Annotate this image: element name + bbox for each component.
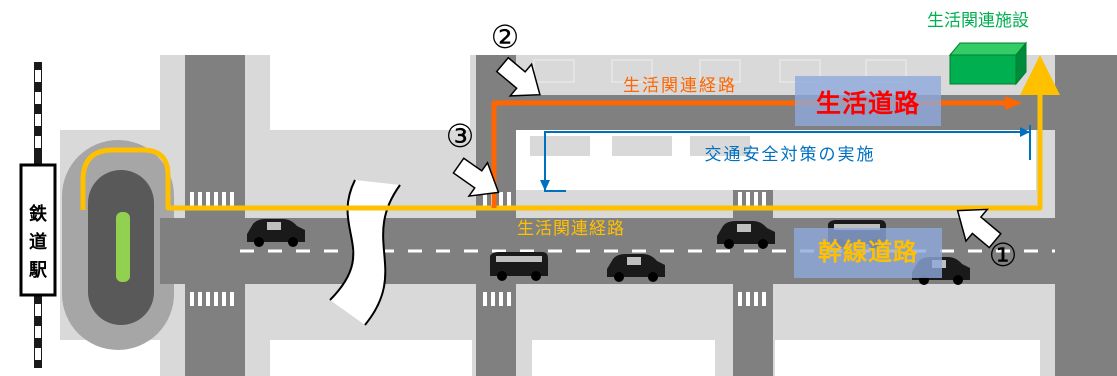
life-road-label: 生活道路: [816, 89, 920, 118]
measure-arrow-down: [540, 180, 550, 191]
crosswalk: [483, 292, 511, 306]
crosswalk: [738, 192, 766, 206]
facility-label: 生活関連施設: [927, 11, 1029, 31]
side-road-left-top: [185, 55, 245, 218]
station-sign: 鉄 道 駅: [19, 62, 57, 368]
life-road-horizontal: [476, 95, 1055, 130]
building: [699, 59, 741, 83]
building: [612, 136, 672, 156]
marker-2: ②: [491, 18, 520, 56]
callout-arrow-2: [495, 56, 541, 97]
facility-building: [949, 54, 1017, 85]
measure-bracket: [540, 125, 1031, 192]
callout-arrows: [452, 56, 1002, 249]
break-line: [329, 179, 356, 301]
station-name-char-2: 道: [29, 231, 47, 253]
car: [247, 219, 305, 247]
crosswalk: [190, 292, 234, 306]
crosswalk: [190, 192, 234, 206]
car: [607, 254, 665, 282]
measure-label: 交通安全対策の実施: [705, 145, 876, 165]
arterial-road-label: 幹線道路: [818, 238, 918, 266]
loop-green-strip: [116, 212, 130, 282]
inner-block: [516, 130, 1036, 190]
life-route-arrowhead: [1005, 96, 1022, 110]
station-name-char-1: 鉄: [29, 203, 47, 225]
marker-3: ③: [446, 117, 475, 155]
life-route-label-middle: 生活関連経路: [517, 219, 625, 239]
station-loop: [62, 140, 174, 350]
measure-arrow-right: [1020, 127, 1030, 137]
crosswalk: [738, 292, 766, 306]
arterial-road-label-bg: [794, 228, 942, 278]
life-route-label-top: 生活関連経路: [623, 76, 737, 96]
marker-1: ①: [989, 236, 1018, 274]
building: [533, 59, 575, 83]
arterial-route-line: [80, 55, 1060, 211]
break-line: [364, 184, 401, 326]
measure-line: [544, 131, 1030, 192]
break-mark: [329, 179, 401, 326]
car: [717, 221, 775, 249]
side-road-far-right: [1055, 55, 1117, 376]
crosswalks: [190, 192, 766, 306]
station-sign-box: [19, 163, 57, 297]
van: [490, 252, 548, 281]
callout-arrow-1: [956, 208, 1002, 249]
break-gap: [330, 180, 400, 325]
building: [611, 59, 653, 83]
station-name-char-3: 駅: [28, 260, 48, 281]
building: [530, 136, 590, 156]
building: [690, 136, 750, 156]
facility: 生活関連施設: [927, 11, 1029, 86]
life-road-label-bg: [795, 76, 941, 126]
station-pole-top: [34, 62, 42, 164]
callout-arrow-3: [452, 157, 500, 198]
